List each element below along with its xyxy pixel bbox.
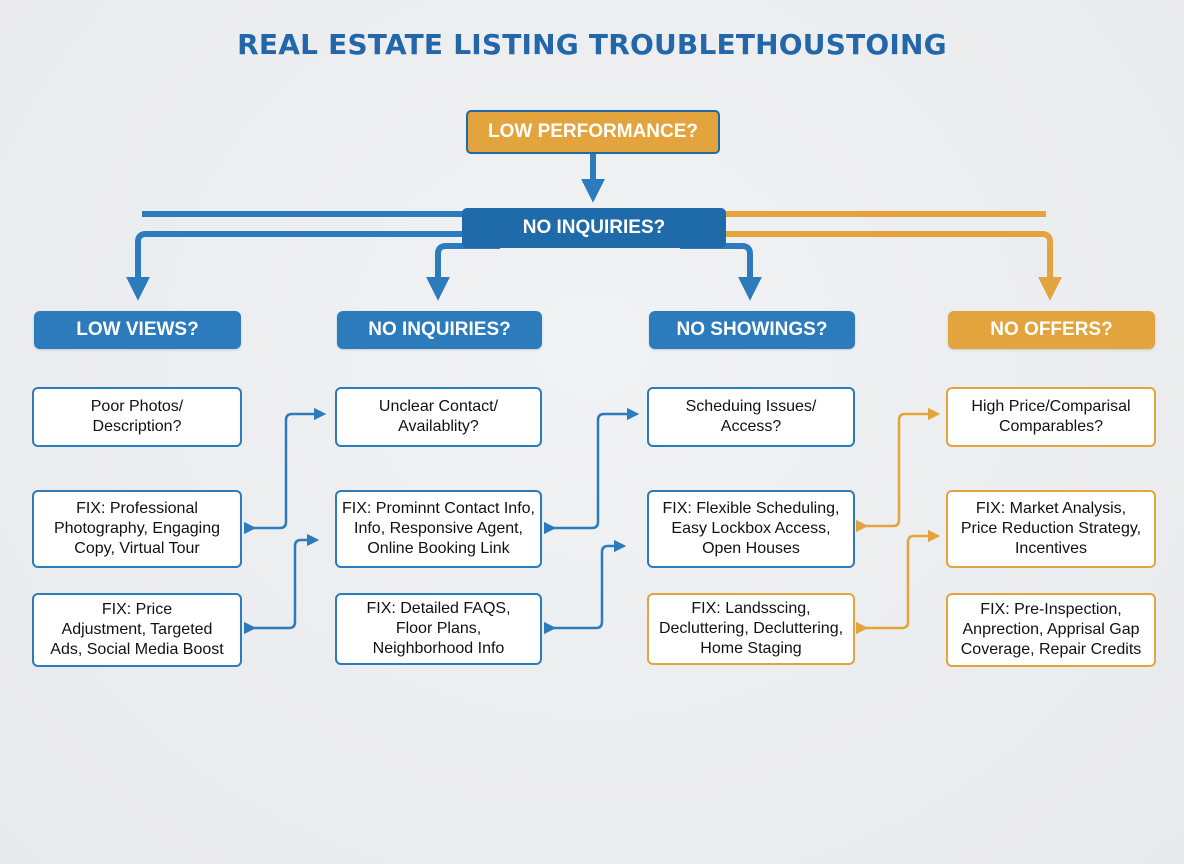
category-label: NO OFFERS? [990,319,1113,340]
side-arrow-5 [855,407,941,533]
fix-text: FIX: Pre-Inspection, Anprection, Apprisa… [960,601,1142,658]
fix-text: FIX: Price Adjustment, Targeted Ads, Soc… [50,601,224,658]
question-box: High Price/Comparisal Comparables? [946,387,1156,447]
question-box: Unclear Contact/ Availablity? [335,387,542,447]
side-arrow-1 [243,407,327,535]
fix-box: FIX: Pre-Inspection, Anprection, Apprisa… [946,593,1156,667]
question-box: Scheduing Issues/ Access? [647,387,855,447]
fix-text: FIX: Landsscing, Decluttering, Declutter… [658,600,844,657]
question-text: Unclear Contact/ Availablity? [378,398,499,435]
fix-box: FIX: Prominnt Contact Info, Info, Respon… [335,490,542,568]
category-label: NO INQUIRIES? [368,319,511,340]
category-label: NO SHOWINGS? [676,319,828,340]
side-arrow-2 [243,533,320,635]
category-no-offers: NO OFFERS? [948,311,1155,349]
branch-arrow-low-views [126,231,465,301]
question-text: Scheduing Issues/ Access? [685,398,817,435]
fix-box: FIX: Flexible Scheduling, Easy Lockbox A… [647,490,855,568]
fix-text: FIX: Detailed FAQS, Floor Plans, Neighbo… [366,600,511,657]
fix-box: FIX: Price Adjustment, Targeted Ads, Soc… [32,593,242,667]
category-no-inquiries: NO INQUIRIES? [337,311,542,349]
fix-box: FIX: Detailed FAQS, Floor Plans, Neighbo… [335,593,542,665]
branch-arrow-no-inquiries [426,243,500,301]
branch-arrow-no-offers [725,231,1062,301]
fix-text: FIX: Professional Photography, Engaging … [53,500,221,557]
question-text: Poor Photos/ Description? [90,398,184,435]
branch-arrow-no-showings [680,243,762,301]
diagram-title: REAL ESTATE LISTING TROUBLETHOUSTOING [237,28,947,61]
root-label: LOW PERFORMANCE? [487,121,699,142]
fix-text: FIX: Prominnt Contact Info, Info, Respon… [342,500,535,557]
fix-text: FIX: Market Analysis, Price Reduction St… [960,500,1142,557]
fix-box: FIX: Market Analysis, Price Reduction St… [946,490,1156,568]
fix-box: FIX: Professional Photography, Engaging … [32,490,242,568]
hub-label: NO INQUIRIES? [522,217,666,238]
category-no-showings: NO SHOWINGS? [649,311,855,349]
fix-text: FIX: Flexible Scheduling, Easy Lockbox A… [662,500,840,557]
side-arrow-4 [543,539,627,635]
question-text: High Price/Comparisal Comparables? [971,398,1131,435]
category-low-views: LOW VIEWS? [34,311,241,349]
fix-box: FIX: Landsscing, Decluttering, Declutter… [647,593,855,665]
side-arrow-6 [855,529,941,635]
side-arrow-3 [543,407,640,535]
hub-node: NO INQUIRIES? [462,208,726,248]
category-label: LOW VIEWS? [76,319,199,340]
root-node: LOW PERFORMANCE? [466,110,720,154]
question-box: Poor Photos/ Description? [32,387,242,447]
